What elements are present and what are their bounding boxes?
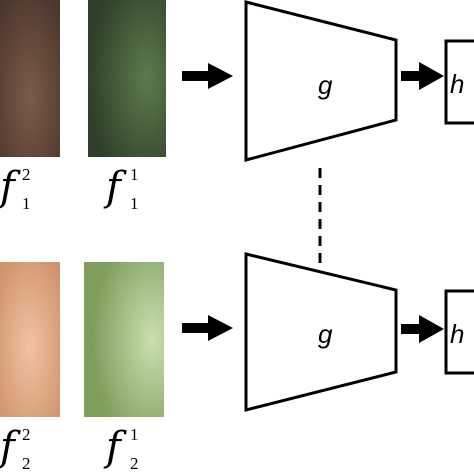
output-arrow-bottom [401, 315, 444, 343]
label-superscript: 1 [130, 425, 139, 444]
label-superscript: 2 [22, 165, 31, 184]
encoder-label: g [318, 70, 333, 100]
head-label: h [450, 69, 464, 99]
head-h-bottom: h [444, 289, 474, 375]
label-symbol: f [0, 424, 21, 470]
image-patch-bottom-1 [0, 262, 60, 417]
label-symbol: f [103, 424, 127, 470]
head-label: h [450, 319, 464, 349]
label-superscript: 1 [130, 165, 139, 184]
image-patch-top-1 [0, 0, 60, 157]
image-patch-bottom-2 [84, 262, 164, 417]
label-subscript: 1 [22, 194, 31, 213]
patch-label-top-1: f 2 1 [0, 164, 31, 213]
head-h-top: h [444, 39, 474, 125]
label-subscript: 2 [130, 454, 139, 473]
encoder-label: g [318, 319, 333, 349]
patch-label-bottom-2: f 1 2 [103, 424, 139, 473]
label-symbol: f [103, 164, 127, 210]
label-symbol: f [0, 164, 21, 210]
output-arrow-top [401, 62, 444, 90]
patch-label-bottom-1: f 2 2 [0, 424, 31, 473]
input-arrow-top [182, 63, 233, 89]
label-superscript: 2 [22, 425, 31, 444]
input-arrow-bottom [182, 315, 233, 341]
encoder-g-top: g [244, 0, 398, 162]
label-subscript: 1 [130, 194, 139, 213]
label-subscript: 2 [22, 454, 31, 473]
patch-label-top-2: f 1 1 [103, 164, 139, 213]
encoder-g-bottom: g [244, 252, 398, 412]
image-patch-top-2 [88, 0, 166, 157]
